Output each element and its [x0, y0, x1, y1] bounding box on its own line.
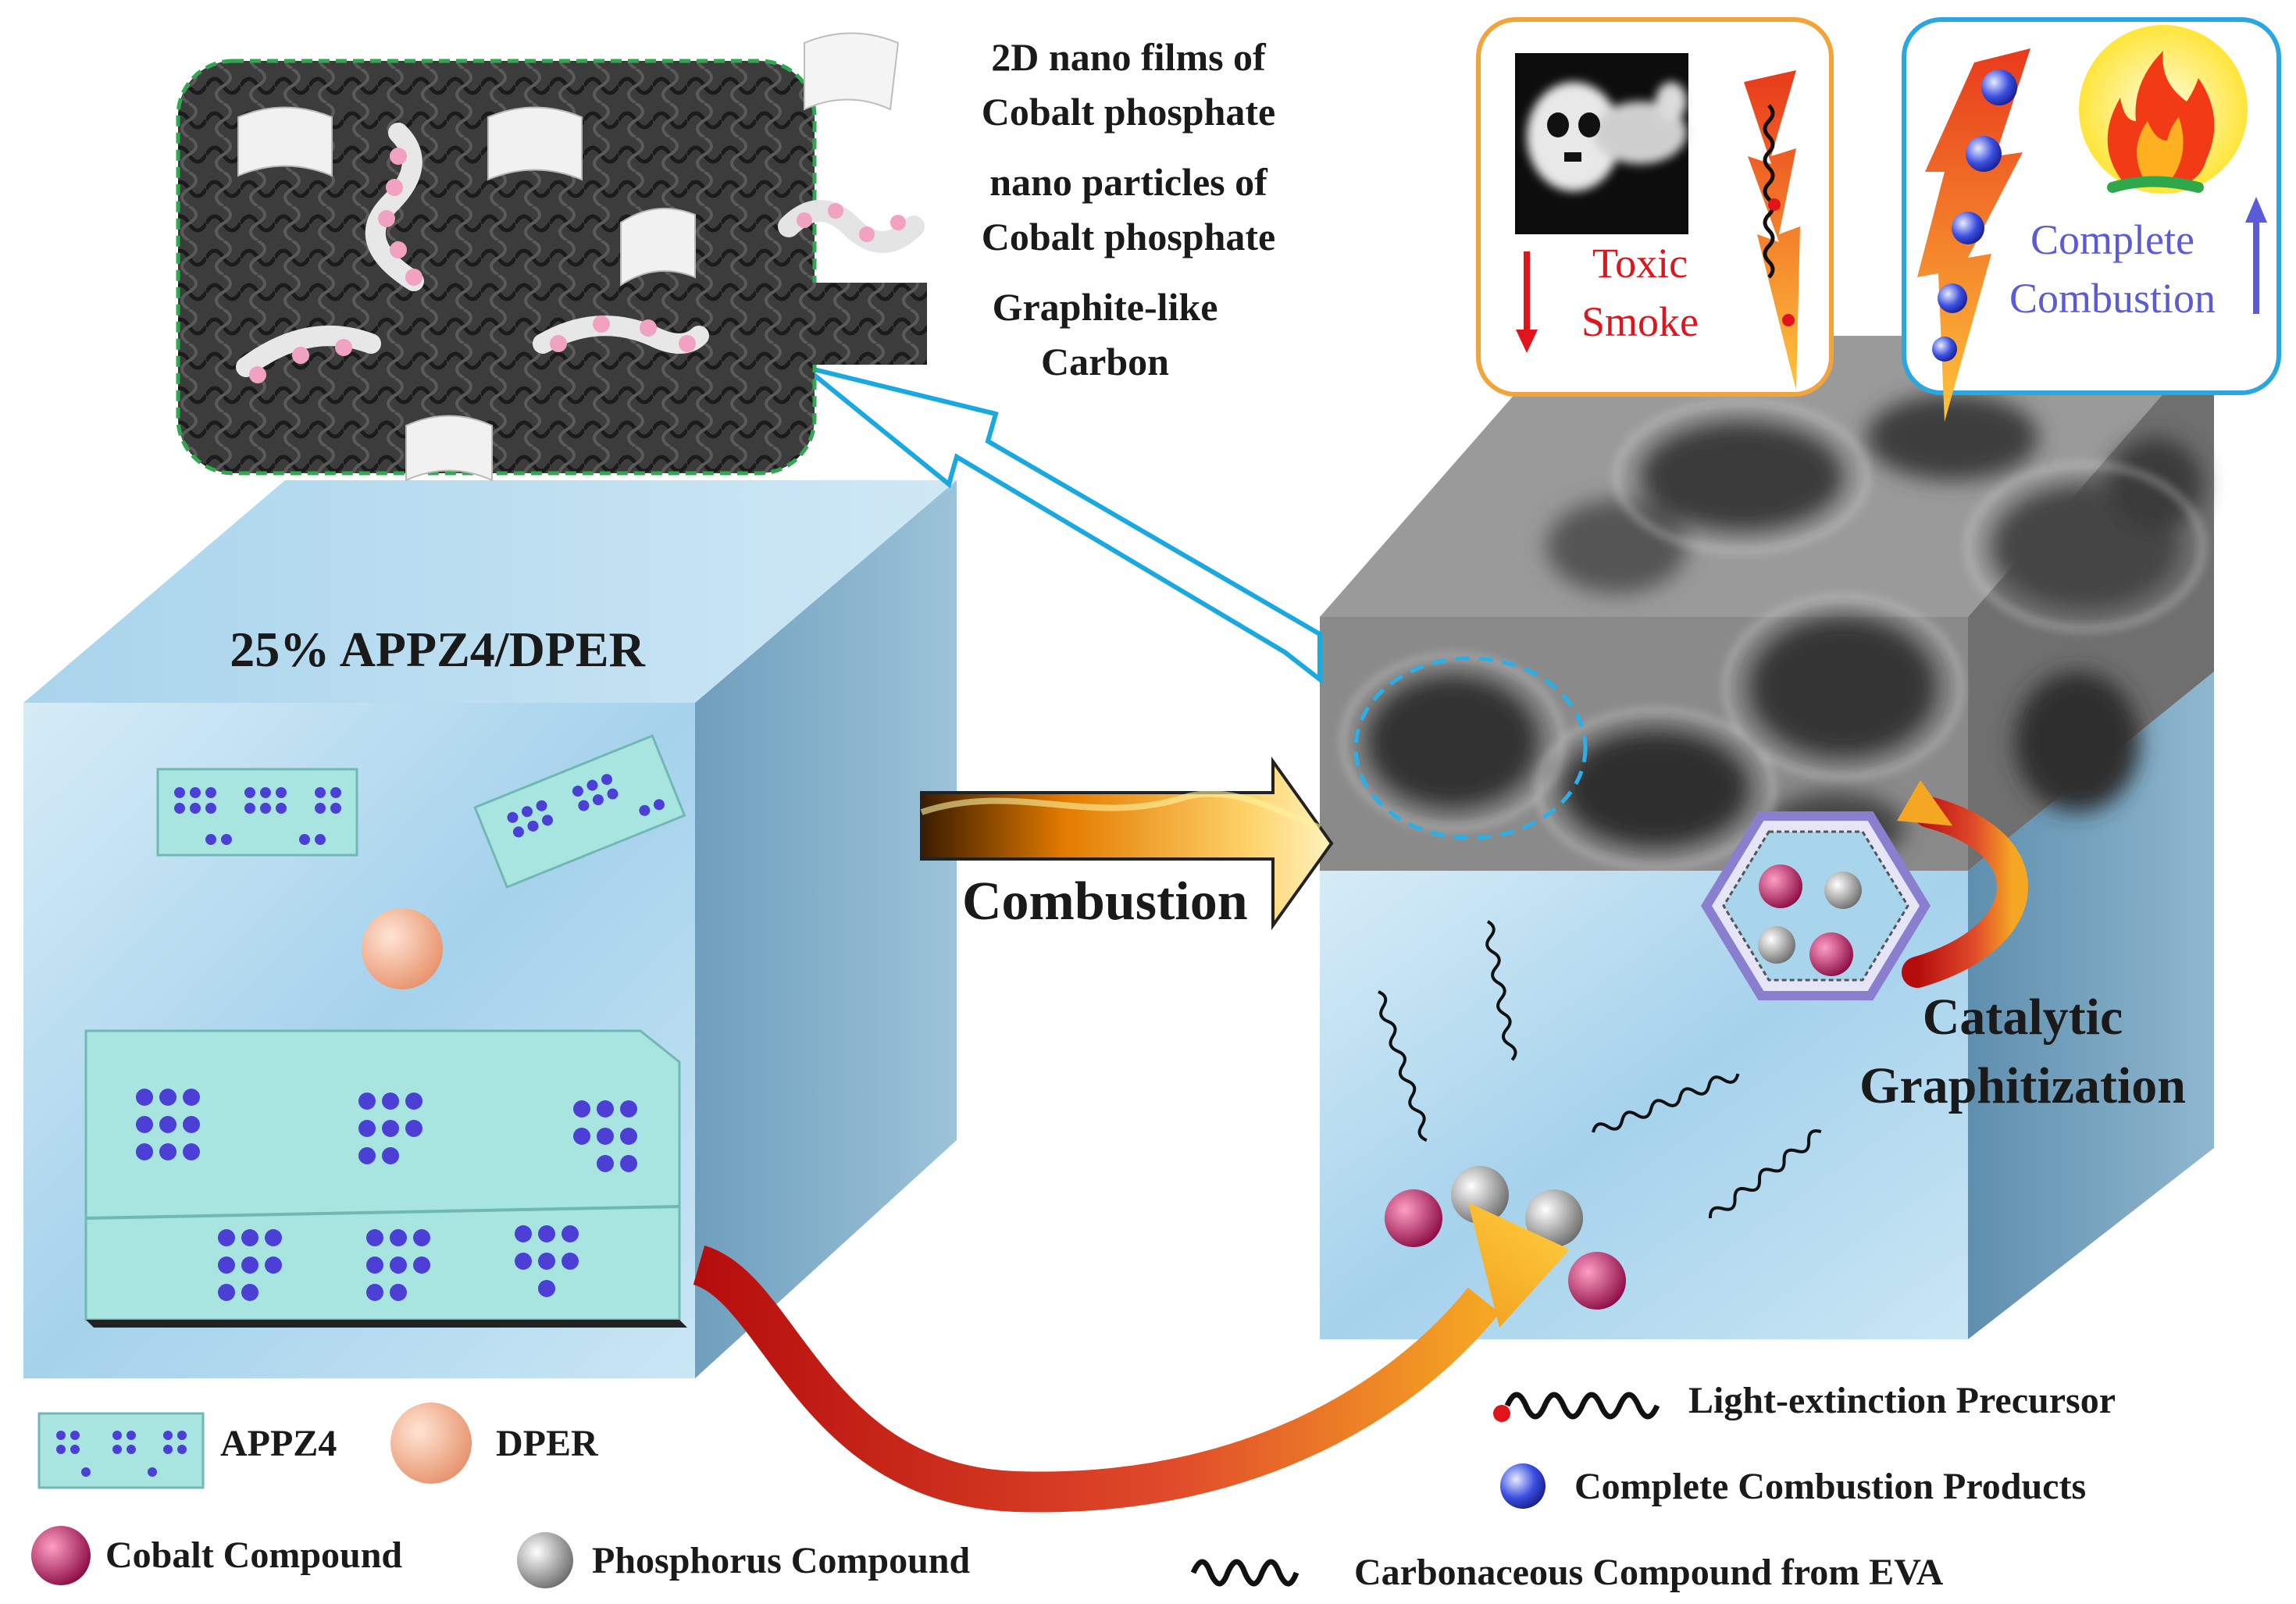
char-zoom-circle [1353, 656, 1588, 840]
legend-cobalt-label: Cobalt Compound [105, 1534, 403, 1576]
catalytic-curved-arrow [1902, 797, 2029, 988]
graphite-swatch-icon [808, 283, 927, 365]
left-block-top-face [23, 480, 957, 703]
complete-label-line2: Combustion [2009, 275, 2216, 322]
complete-combustion-inset [1902, 17, 2281, 422]
char-layer [1320, 336, 2214, 871]
left-block-side-face [695, 480, 957, 1378]
toxic-precursor-chain [1763, 104, 1775, 279]
catalytic-arrow-head [1897, 780, 1953, 826]
film-icon [804, 32, 900, 111]
carbonaceous-chains [1378, 920, 1822, 1219]
legend-phosphorus-icon [517, 1532, 573, 1588]
legend-carbonaceous-label: Carbonaceous Compound from EVA [1354, 1552, 1944, 1593]
transfer-curved-arrow [692, 1246, 1500, 1513]
legend-films-line1: 2D nano films of [991, 35, 1266, 79]
catalytic-label-line1: Catalytic [1922, 989, 2123, 1046]
legend-appz4-label: APPZ4 [220, 1423, 337, 1464]
legend-light-extinction-icon [1493, 1392, 1660, 1422]
right-block [1320, 336, 2214, 1339]
appz4-dot-clusters [136, 1089, 637, 1301]
legend-particles-line2: Cobalt phosphate [981, 215, 1276, 258]
complete-product-spheres [1932, 70, 2017, 362]
legend-particles-line1: nano particles of [989, 160, 1267, 204]
catalytic-hexagon [1700, 811, 1931, 1000]
graphite-inset [176, 59, 817, 482]
dper-sphere [362, 908, 443, 989]
skull-eyes [1547, 112, 1600, 162]
legend-films-line2: Cobalt phosphate [981, 90, 1276, 134]
right-block-side-face [1968, 672, 2214, 1339]
skull-smoke [1527, 82, 1687, 191]
particle-chain-icon [778, 200, 925, 253]
toxic-smoke-inset [1476, 17, 1834, 397]
complete-up-arrow [2245, 197, 2267, 314]
sample-title: 25% APPZ4/DPER [230, 622, 645, 677]
combustion-arrow [920, 756, 1334, 931]
legend-dper-label: DPER [496, 1423, 598, 1464]
transfer-arrow-head [1468, 1203, 1570, 1328]
toxic-down-arrow [1516, 251, 1538, 353]
char-texture [1367, 394, 2202, 863]
legend-complete-products-label: Complete Combustion Products [1574, 1466, 2087, 1507]
combustion-label: Combustion [962, 872, 1248, 932]
legend-graphite-line2: Carbon [1041, 340, 1169, 383]
inset-particle-chains [236, 123, 709, 383]
complete-label-line1: Complete [2030, 216, 2194, 263]
legend-light-extinction-label: Light-extinction Precursor [1688, 1380, 2116, 1421]
appz4-sheet-small-1 [156, 768, 358, 857]
toxic-label-line1: Toxic [1592, 240, 1688, 287]
catalytic-label-line2: Graphitization [1859, 1057, 2186, 1114]
appz4-sheet-large [84, 1029, 687, 1328]
fire-icon [2079, 25, 2248, 194]
toxic-bolt [1744, 70, 1800, 390]
legend-complete-products-icon [1500, 1463, 1546, 1509]
legend-phosphorus-label: Phosphorus Compound [592, 1540, 971, 1581]
legend-carbonaceous-icon [1190, 1559, 1300, 1587]
appz4-sheet-small-2 [473, 734, 686, 889]
product-particles [1385, 1166, 1626, 1310]
legend-appz4-icon [37, 1412, 205, 1489]
legend-cobalt-icon [31, 1526, 91, 1585]
legend-dper-icon [390, 1403, 472, 1484]
toxic-label-line2: Smoke [1581, 298, 1699, 345]
legend-graphite-line1: Graphite-like [992, 285, 1218, 329]
